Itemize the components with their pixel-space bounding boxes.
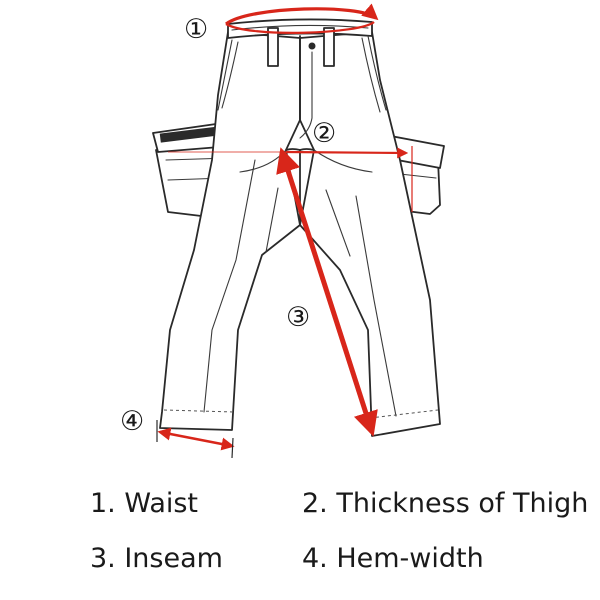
- legend-thigh: 2. Thickness of Thigh: [302, 488, 588, 519]
- waistband: [227, 18, 373, 39]
- legend-hem: 4. Hem-width: [302, 543, 484, 574]
- legend-inseam: 3. Inseam: [90, 543, 223, 574]
- inseam-measure-line: [276, 147, 378, 437]
- measurement-lines: [156, 3, 413, 459]
- thigh-measure-line: [285, 147, 409, 159]
- callout-4: ④: [120, 406, 144, 437]
- front-pocket-right: [367, 35, 387, 111]
- right-leg: [299, 31, 441, 437]
- front-pocket-left: [217, 39, 233, 111]
- waist-measure-line: [225, 3, 379, 26]
- callout-2: ②: [312, 118, 336, 149]
- left-leg: [159, 31, 301, 431]
- pants-illustration: [152, 18, 445, 437]
- callout-3: ③: [286, 302, 310, 333]
- hem-measure-line: [157, 427, 235, 451]
- callout-1: ①: [184, 14, 208, 45]
- legend-waist: 1. Waist: [90, 488, 198, 519]
- legend: 1. Waist 2. Thickness of Thigh 3. Inseam…: [90, 488, 588, 574]
